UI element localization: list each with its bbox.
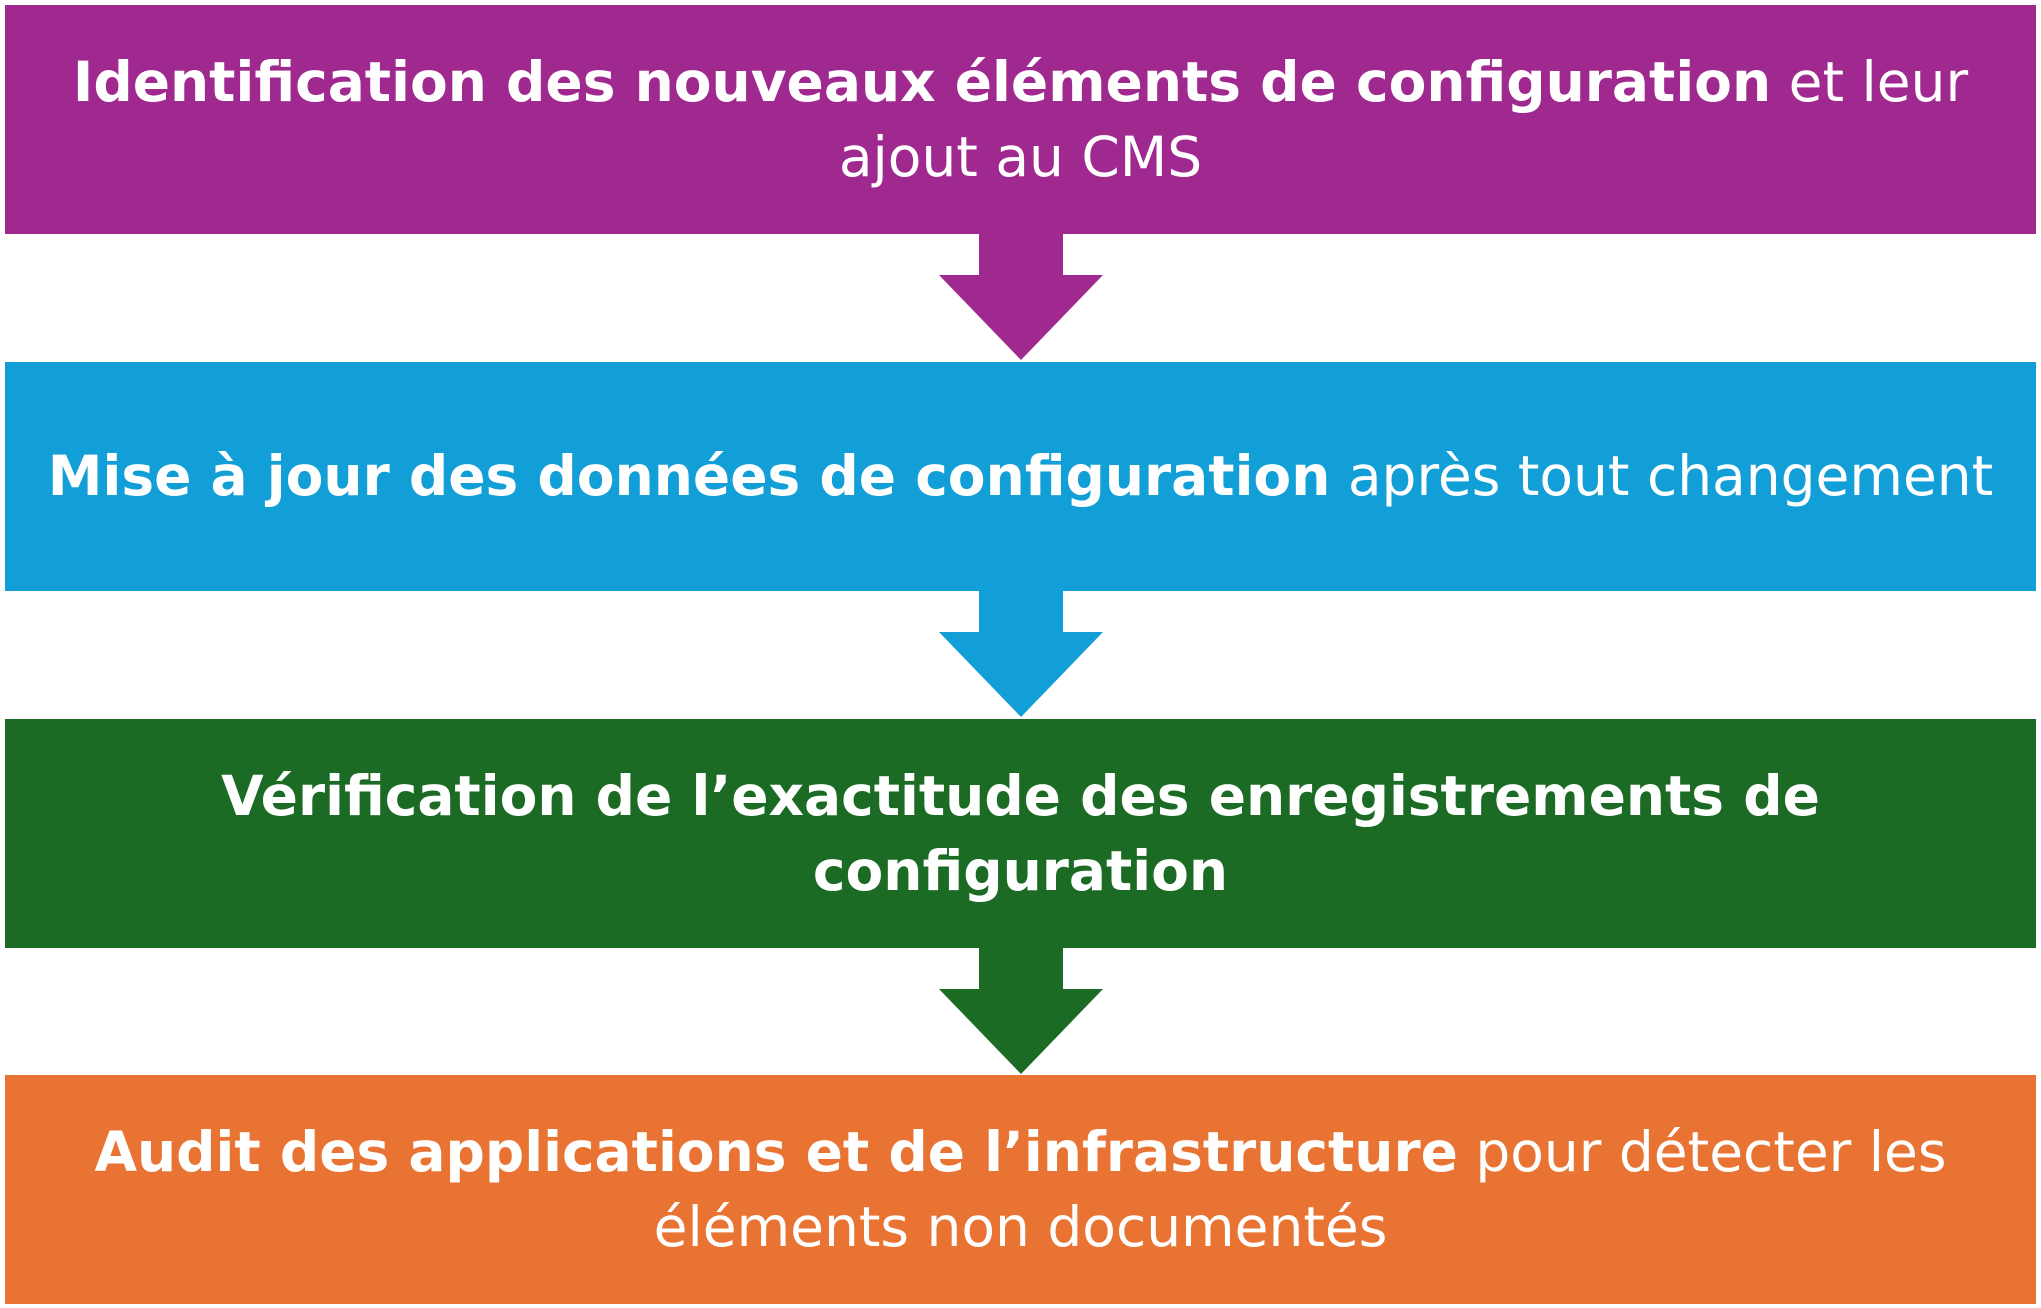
process-step-4-text: Audit des applications et de l’infrastru… bbox=[45, 1115, 1996, 1265]
process-step-4-detail: pour détecter les éléments non documenté… bbox=[653, 1119, 1947, 1259]
process-step-2-text: Mise à jour des données de configuration… bbox=[48, 439, 1993, 514]
process-step-2: Mise à jour des données de configuration… bbox=[5, 362, 2036, 591]
process-step-3-text: Vérification de l’exactitude des enregis… bbox=[45, 759, 1996, 909]
down-arrow-icon bbox=[936, 234, 1106, 365]
down-arrow-icon bbox=[936, 948, 1106, 1079]
process-step-1-text: Identification des nouveaux éléments de … bbox=[45, 45, 1996, 195]
process-step-4-title: Audit des applications et de l’infrastru… bbox=[94, 1119, 1458, 1184]
process-step-2-title: Mise à jour des données de configuration bbox=[47, 444, 1331, 508]
process-step-1-detail: et leur ajout au CMS bbox=[838, 49, 1969, 189]
process-step-2-detail: après tout changement bbox=[1330, 444, 1994, 508]
process-step-4: Audit des applications et de l’infrastru… bbox=[5, 1075, 2036, 1304]
process-step-3: Vérification de l’exactitude des enregis… bbox=[5, 719, 2036, 948]
process-step-3-title: Vérification de l’exactitude des enregis… bbox=[221, 763, 1820, 903]
process-step-1-title: Identification des nouveaux éléments de … bbox=[72, 49, 1772, 114]
process-step-1: Identification des nouveaux éléments de … bbox=[5, 5, 2036, 234]
down-arrow-icon bbox=[936, 591, 1106, 722]
